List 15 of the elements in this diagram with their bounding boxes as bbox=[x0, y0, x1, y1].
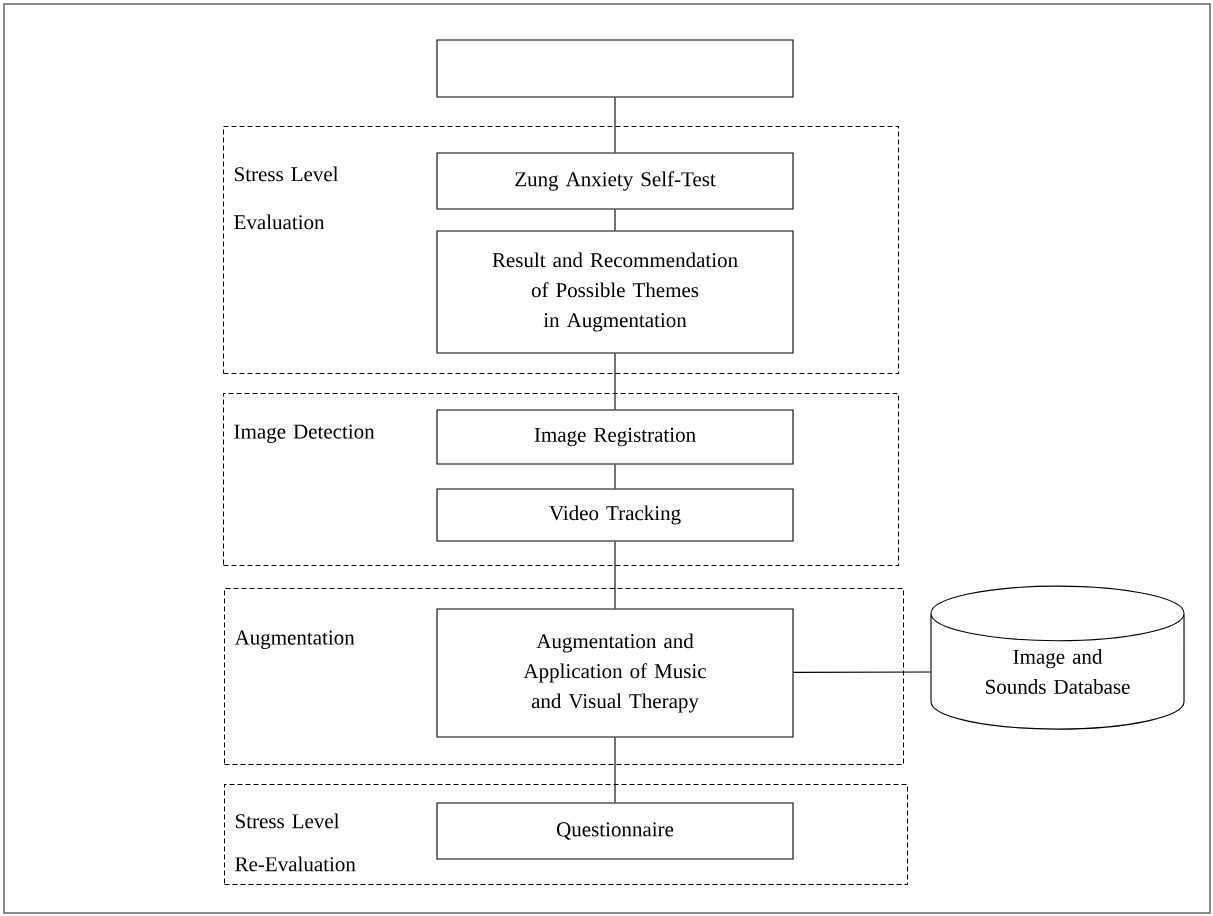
connector-line bbox=[614, 464, 616, 489]
connector-line bbox=[614, 353, 616, 410]
process-box: Augmentation and Application of Music and Visual Therapy bbox=[436, 608, 794, 738]
process-box: Image Registration bbox=[436, 409, 794, 465]
connector-line bbox=[614, 541, 616, 609]
process-box: Questionnaire bbox=[436, 802, 794, 860]
process-box: Result and Recommendation of Possible Themes in Augmentation bbox=[436, 230, 794, 354]
connector-line bbox=[614, 209, 616, 231]
connector-line bbox=[793, 671, 931, 673]
connector-line bbox=[614, 737, 616, 803]
empty-box bbox=[436, 39, 794, 98]
process-box: Video Tracking bbox=[436, 488, 794, 542]
database-cylinder: Image and Sounds Database bbox=[930, 585, 1185, 730]
connector-line bbox=[614, 97, 616, 153]
process-box: Zung Anxiety Self-Test bbox=[436, 152, 794, 210]
